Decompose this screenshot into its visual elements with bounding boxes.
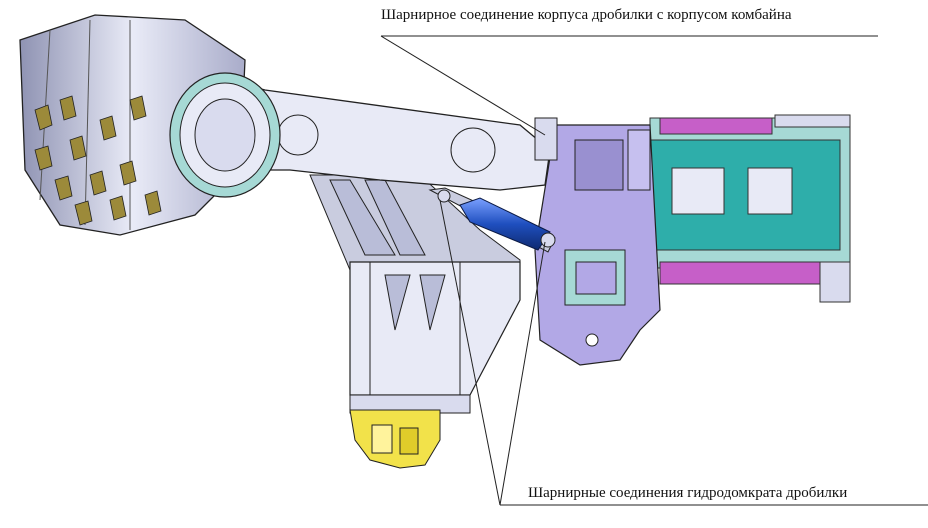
hinge-joint-label: Шарнирное соединение корпуса дробилки с … <box>381 7 792 23</box>
crusher-support-frame <box>309 174 521 414</box>
cutting-drum <box>19 14 281 236</box>
hydraulic-jack <box>428 187 556 253</box>
combine-body-frame <box>649 114 851 303</box>
jack-joints-label: Шарнирные соединения гидродомкрата дроби… <box>528 485 848 501</box>
leader-lines <box>380 35 928 506</box>
cutter-bits <box>34 95 162 226</box>
crusher-bucket <box>349 409 441 469</box>
crusher-housing <box>534 124 661 366</box>
